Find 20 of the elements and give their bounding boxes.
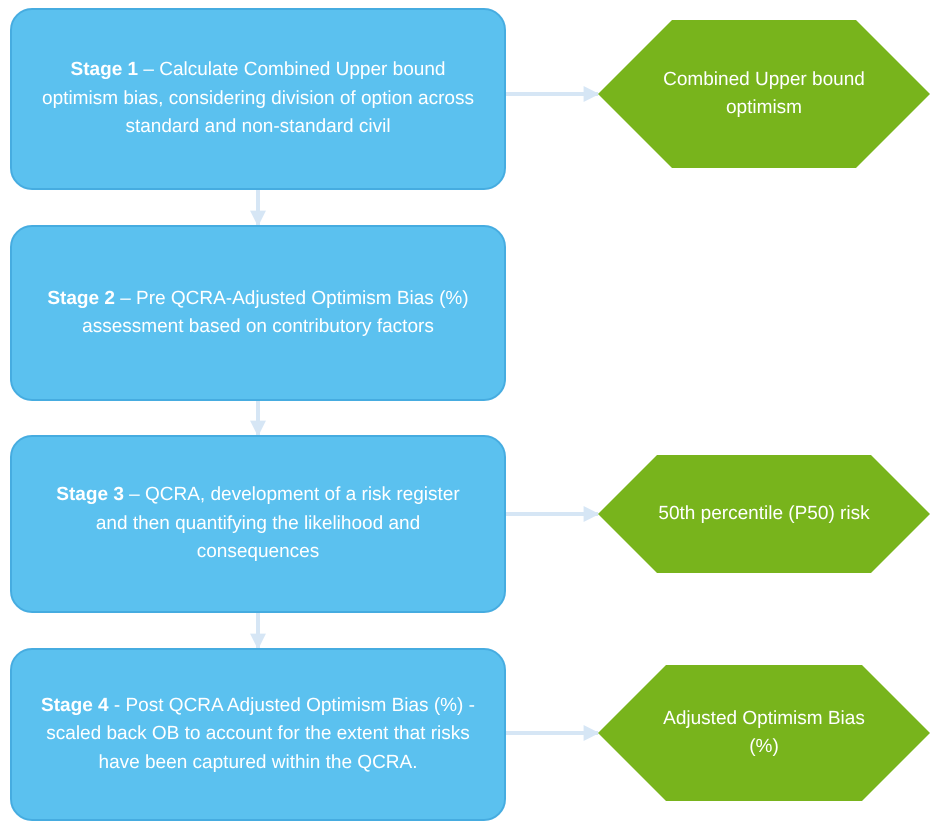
box-text: Stage 1 – Calculate Combined Upper bound optimism bias, considering division of option across standard and non-standard civil: [41, 58, 475, 140]
arrow: [506, 725, 600, 741]
hexagon-shape: [598, 20, 930, 168]
arrow: [506, 86, 600, 102]
box-text: Combined Upper bound optimism: [662, 68, 866, 120]
arrow: [250, 401, 266, 437]
box-text: Stage 4 - Post QCRA Adjusted Optimism Bias (%) - scaled back OB to account for the extent that risks have been captured within the QCRA.: [40, 694, 476, 775]
arrow: [250, 190, 266, 227]
hexagon-shape: [598, 665, 930, 801]
process-box: [10, 435, 506, 613]
hexagon-shape: [598, 455, 930, 573]
box-text: 50th percentile (P50) risk: [658, 502, 870, 526]
process-box: [10, 8, 506, 190]
process-box: [10, 648, 506, 821]
process-box: [10, 225, 506, 401]
arrow: [250, 613, 266, 650]
box-text: Stage 2 – Pre QCRA-Adjusted Optimism Bias (%) assessment based on contributory factors: [46, 286, 470, 339]
box-text: Stage 3 – QCRA, development of a risk register and then quantifying the likelihood and consequences: [55, 483, 461, 564]
arrow: [506, 506, 600, 522]
box-text: Adjusted Optimism Bias (%): [662, 706, 866, 759]
